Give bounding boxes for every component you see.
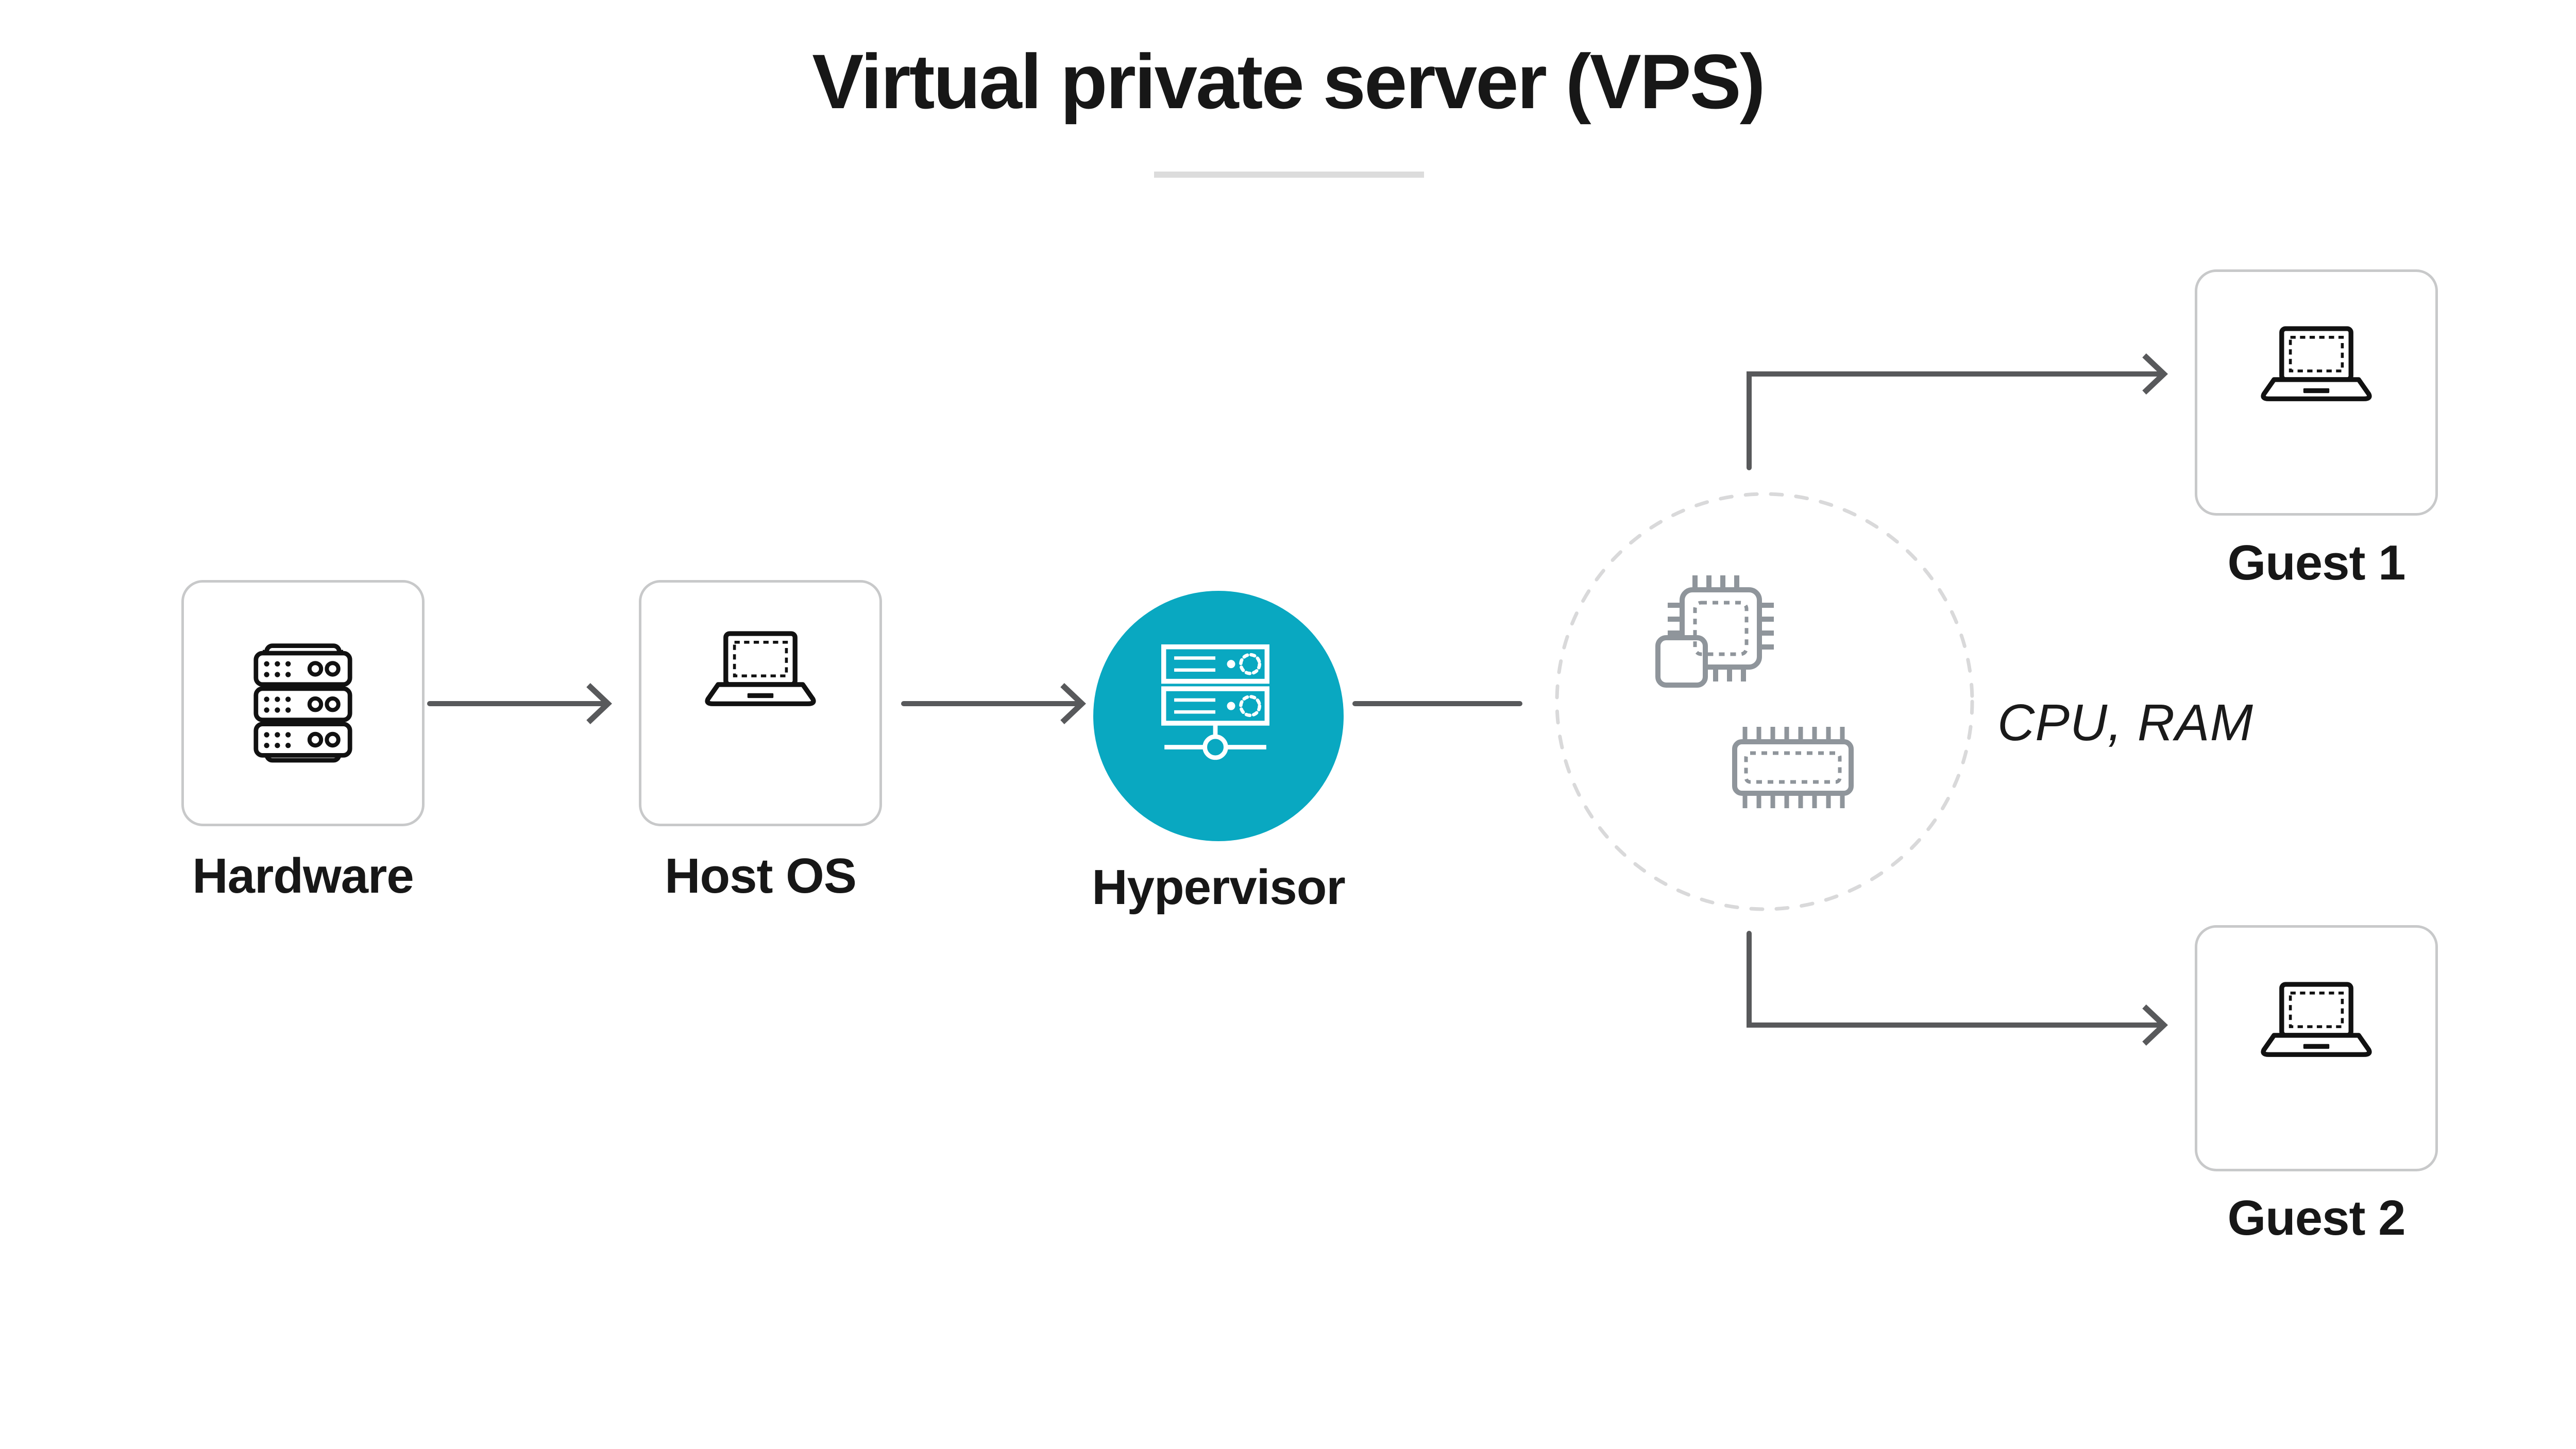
laptop-icon [2261,982,2372,1057]
arrow-resources-to-guest2 [1747,931,2168,1046]
resources-dashed-circle [1555,492,1974,911]
line-hypervisor-to-resources [1352,701,1522,706]
guest1-label: Guest 1 [2227,535,2405,590]
resources-label: CPU, RAM [1997,694,2253,752]
guest2-box [2195,925,2438,1171]
ram-chip-icon [1732,727,1854,808]
arrow-hardware-to-hostos [427,683,612,724]
hostos-label: Host OS [665,848,857,904]
title-divider [1154,172,1424,178]
hardware-label: Hardware [192,848,414,904]
hypervisor-label: Hypervisor [1092,860,1346,915]
laptop-icon [705,631,816,706]
hypervisor-circle [1093,591,1344,841]
server-network-icon [1161,644,1270,760]
arrow-resources-to-guest1 [1747,353,2168,470]
guest2-label: Guest 2 [2227,1190,2405,1246]
laptop-icon [2261,326,2372,401]
arrow-hostos-to-hypervisor [901,683,1086,724]
cpu-chip-icon [1655,575,1774,688]
page-title: Virtual private server (VPS) [812,38,1765,125]
server-rack-icon [253,643,352,763]
